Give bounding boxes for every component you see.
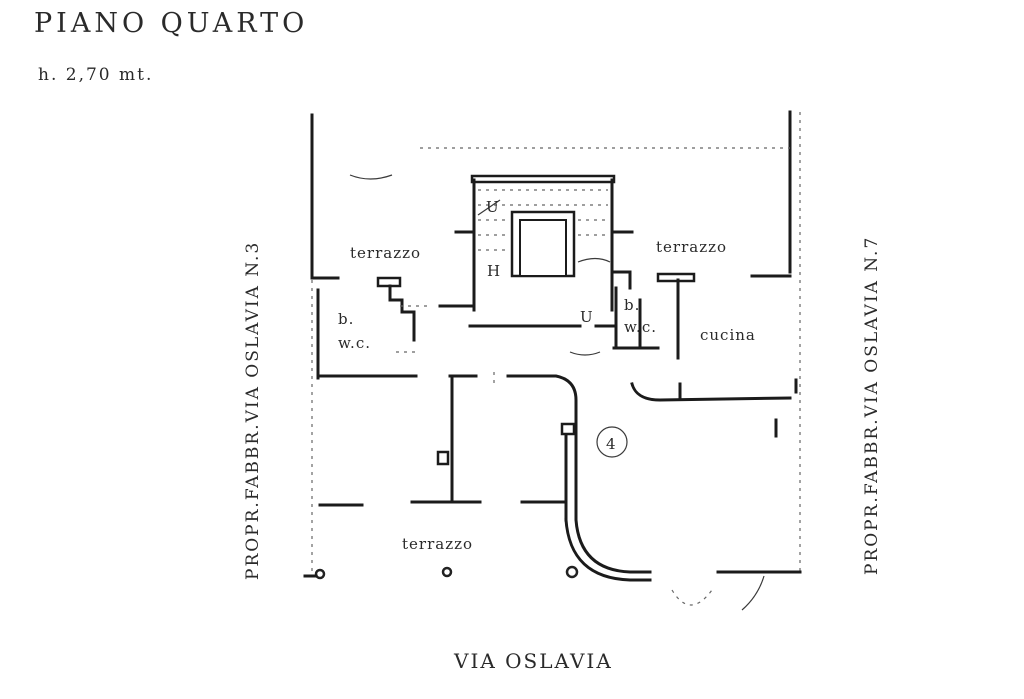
unit-number-circle <box>596 426 628 458</box>
room-label-terrazzo-right: terrazzo <box>656 238 727 256</box>
right-wing-walls <box>569 270 802 574</box>
right-neighbor-label: PROPR.FABBR.VIA OSLAVIA N.7 <box>862 236 882 575</box>
unit-number: 4 <box>606 435 617 453</box>
left-wing-walls <box>318 372 568 507</box>
front-columns <box>303 565 765 611</box>
room-label-bath-right-b: b. <box>624 296 640 314</box>
room-label-terrazzo-left: terrazzo <box>350 244 421 262</box>
room-label-bath-left-b: b. <box>338 310 354 328</box>
floor-height-label: h. 2,70 mt. <box>38 65 153 85</box>
room-label-terrazzo-bottom: terrazzo <box>402 535 473 553</box>
street-label: VIA OSLAVIA <box>453 649 613 673</box>
room-label-bath-right-wc: w.c. <box>624 318 657 336</box>
central-curved-wall <box>506 374 652 582</box>
room-label-bath-left-wc: w.c. <box>338 334 371 352</box>
stair-mark-3: U <box>580 308 594 326</box>
room-label-cucina: cucina <box>700 326 756 344</box>
left-neighbor-label: PROPR.FABBR.VIA OSLAVIA N.3 <box>243 241 263 580</box>
stair-core <box>438 174 634 328</box>
left-bathroom-walls <box>316 276 432 380</box>
building-outline <box>310 110 801 575</box>
stair-mark-2: H <box>487 262 501 280</box>
stair-mark-1: U <box>486 198 500 216</box>
plan-title: PIANO QUARTO <box>34 8 308 39</box>
